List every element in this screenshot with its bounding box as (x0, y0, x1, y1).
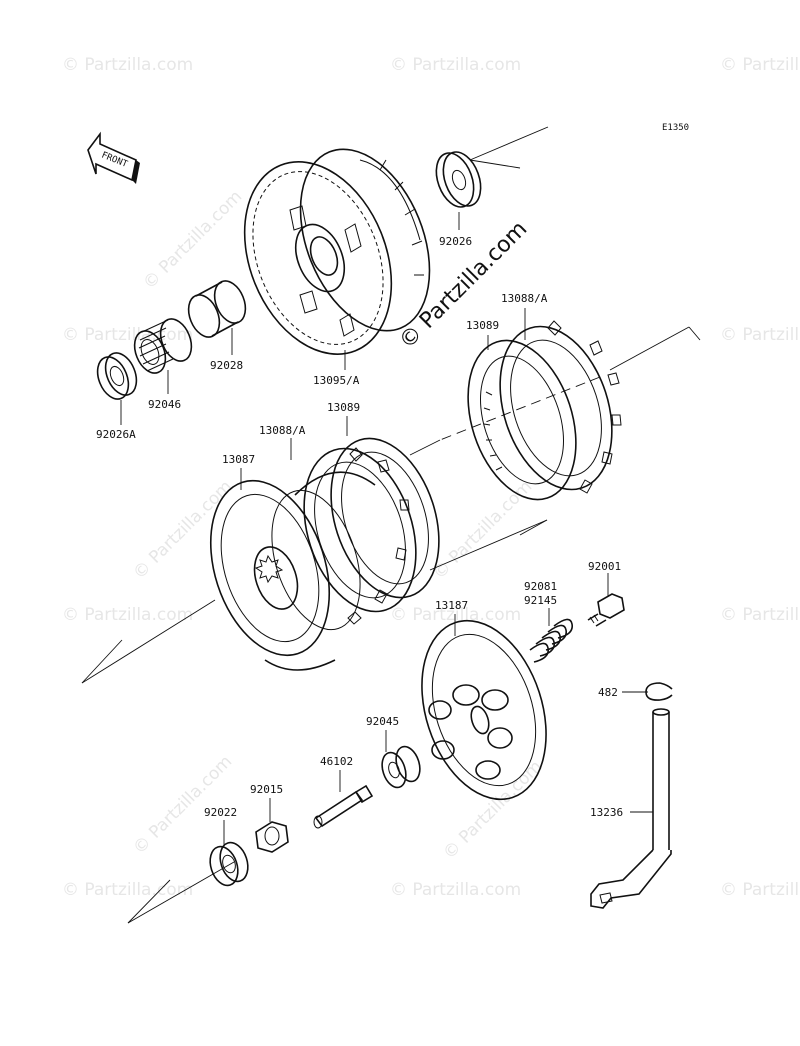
bearing-92045 (381, 745, 421, 789)
bolt-92001 (587, 593, 625, 627)
clutch-plates-right-group (467, 320, 622, 501)
watermark: © Partzilla.com (390, 605, 521, 625)
part-label-13089-mid: 13089 (327, 401, 360, 414)
watermark: © Partzilla.com (129, 477, 236, 584)
watermark: © Partzilla.com (62, 55, 193, 75)
watermark: © Partzilla.com (439, 757, 546, 864)
watermark: © Partzilla.com (720, 55, 800, 75)
part-label-92145: 92145 (524, 594, 557, 607)
part-label-13095A: 13095/A (313, 374, 360, 387)
clutch-hub-13087 (209, 471, 376, 671)
nut-92015 (255, 821, 289, 853)
assembly-axis-lines (81, 126, 701, 924)
watermark: © Partzilla.com (720, 325, 800, 345)
front-arrow-icon: FRONT (87, 131, 140, 184)
circlip-482 (645, 682, 673, 701)
clutch-housing-13095A (243, 148, 431, 355)
part-label-13088A-top: 13088/A (501, 292, 548, 305)
thrust-washer-92026 (435, 151, 482, 208)
watermark: © Partzilla.com (720, 880, 800, 900)
part-label-13089-top: 13089 (466, 319, 499, 332)
needle-bearing-92046 (133, 318, 193, 374)
spring-92081 (529, 618, 574, 663)
part-label-92001: 92001 (588, 560, 621, 573)
part-label-92028: 92028 (210, 359, 243, 372)
watermark: © Partzilla.com (62, 880, 193, 900)
watermark: © Partzilla.com (139, 187, 246, 294)
part-label-92046: 92046 (148, 398, 181, 411)
watermark: © Partzilla.com (429, 477, 536, 584)
part-label-13087: 13087 (222, 453, 255, 466)
part-label-92015: 92015 (250, 783, 283, 796)
release-lever-13236 (590, 708, 672, 909)
part-label-92026A: 92026A (96, 428, 136, 441)
diagram-code: E1350 (662, 123, 689, 133)
watermark-layer: © Partzilla.com © Partzilla.com © Partzi… (62, 55, 800, 900)
part-label-13088A-mid: 13088/A (259, 424, 306, 437)
leader-lines (120, 212, 653, 846)
push-rod-46102 (313, 784, 374, 829)
washer-92022 (209, 841, 249, 887)
part-label-92081: 92081 (524, 580, 557, 593)
part-label-92022: 92022 (204, 806, 237, 819)
watermark: © Partzilla.com (390, 880, 521, 900)
part-label-13236: 13236 (590, 806, 623, 819)
part-label-13187: 13187 (435, 599, 468, 612)
watermark: © Partzilla.com (390, 55, 521, 75)
part-label-92026: 92026 (439, 235, 472, 248)
watermark: © Partzilla.com (62, 325, 193, 345)
part-labels: 92026 13088/A 13089 92028 92046 92026A 1… (96, 235, 623, 819)
part-label-482: 482 (598, 686, 618, 699)
washer-92026A (96, 352, 138, 400)
collar-92028 (187, 280, 247, 338)
watermark: © Partzilla.com (62, 605, 193, 625)
watermark: © Partzilla.com (720, 605, 800, 625)
pressure-plate-13187 (421, 619, 547, 801)
part-label-46102: 46102 (320, 755, 353, 768)
clutch-plates-left-group (303, 437, 440, 625)
part-label-92045: 92045 (366, 715, 399, 728)
